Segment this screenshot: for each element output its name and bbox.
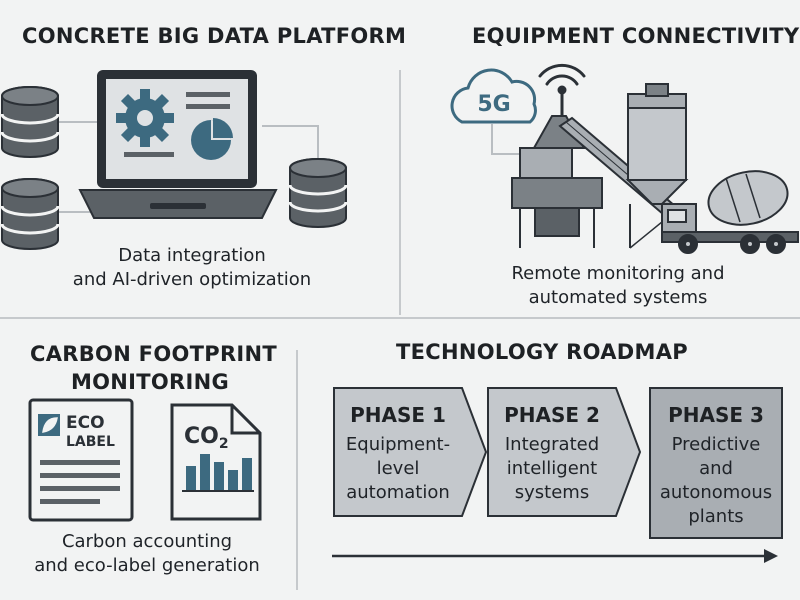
pie-chart-icon bbox=[191, 118, 233, 160]
phase-1-desc-line: level bbox=[376, 458, 420, 479]
carbon-caption-line1: Carbon accounting bbox=[61, 531, 233, 552]
vertical-divider-top bbox=[399, 70, 401, 315]
connectivity-caption-line1: Remote monitoring and bbox=[511, 263, 725, 284]
phase-3-shape bbox=[649, 387, 783, 539]
co2-document-icon: CO2 bbox=[170, 403, 262, 521]
cloud-icon: 5G bbox=[450, 68, 537, 124]
carbon-title-line1: CARBON FOOTPRINT bbox=[30, 342, 278, 366]
roadmap-phase-3: PHASE 3 Predictive and autonomous plants bbox=[650, 403, 782, 529]
vertical-divider-bottom bbox=[296, 350, 298, 590]
mixer-truck-icon bbox=[661, 170, 799, 254]
roadmap-phase-2: PHASE 2 Integrated intelligent systems bbox=[488, 403, 616, 505]
screen-text-lines bbox=[124, 92, 230, 157]
phase-3-desc-line: Predictive bbox=[671, 434, 761, 455]
phase-1-desc-line: Equipment- bbox=[345, 434, 451, 455]
database-icon bbox=[0, 86, 60, 158]
phase-1-shape bbox=[333, 387, 488, 517]
platform-caption-line1: Data integration bbox=[118, 245, 266, 266]
gear-icon bbox=[116, 89, 174, 147]
connectivity-title: EQUIPMENT CONNECTIVITY bbox=[472, 24, 800, 48]
co2-main: CO bbox=[184, 424, 219, 449]
database-icon bbox=[0, 178, 60, 250]
batching-plant-icon bbox=[511, 83, 689, 249]
phase-1-description: Equipment- level automation bbox=[334, 433, 462, 505]
co2-text: CO2 bbox=[184, 424, 229, 452]
phase-2-description: Integrated intelligent systems bbox=[488, 433, 616, 505]
platform-title: CONCRETE BIG DATA PLATFORM bbox=[22, 24, 407, 48]
phase-2-desc-line: systems bbox=[514, 482, 590, 503]
phase-2-desc-line: Integrated bbox=[504, 434, 600, 455]
cloud-5g-label: 5G bbox=[477, 92, 510, 117]
carbon-caption: Carbon accounting and eco-label generati… bbox=[6, 530, 288, 578]
phase-1-title: PHASE 1 bbox=[350, 403, 446, 427]
phase-2-shape bbox=[487, 387, 642, 517]
carbon-title: CARBON FOOTPRINT MONITORING bbox=[30, 340, 278, 396]
connectivity-caption: Remote monitoring and automated systems bbox=[458, 262, 778, 310]
phase-2-desc-line: intelligent bbox=[506, 458, 598, 479]
phase-3-desc-line: plants bbox=[688, 506, 744, 527]
eco-label-label-text: LABEL bbox=[66, 434, 115, 450]
platform-caption: Data integration and AI-driven optimizat… bbox=[22, 244, 362, 292]
phase-3-desc-line: and bbox=[699, 458, 733, 479]
database-icon bbox=[288, 158, 348, 228]
roadmap-title: TECHNOLOGY ROADMAP bbox=[396, 340, 688, 364]
eco-label-eco-text: ECO bbox=[66, 413, 105, 433]
roadmap-phase-1: PHASE 1 Equipment- level automation bbox=[334, 403, 462, 505]
co2-subscript: 2 bbox=[219, 436, 229, 452]
eco-label-document-icon: ECO LABEL bbox=[28, 398, 134, 522]
connectivity-caption-line2: automated systems bbox=[528, 287, 708, 308]
platform-caption-line2: and AI-driven optimization bbox=[72, 269, 312, 290]
cloud-connector-line bbox=[491, 124, 520, 155]
phase-3-desc-line: autonomous bbox=[659, 482, 773, 503]
carbon-caption-line2: and eco-label generation bbox=[34, 555, 260, 576]
phase-2-title: PHASE 2 bbox=[504, 403, 600, 427]
wifi-signal-icon bbox=[538, 63, 586, 95]
carbon-title-line2: MONITORING bbox=[70, 370, 230, 394]
phase-3-description: Predictive and autonomous plants bbox=[650, 433, 782, 529]
phase-3-title: PHASE 3 bbox=[668, 403, 764, 427]
timeline-arrow bbox=[332, 549, 778, 563]
horizontal-divider bbox=[0, 317, 800, 319]
phase-1-desc-line: automation bbox=[346, 482, 450, 503]
